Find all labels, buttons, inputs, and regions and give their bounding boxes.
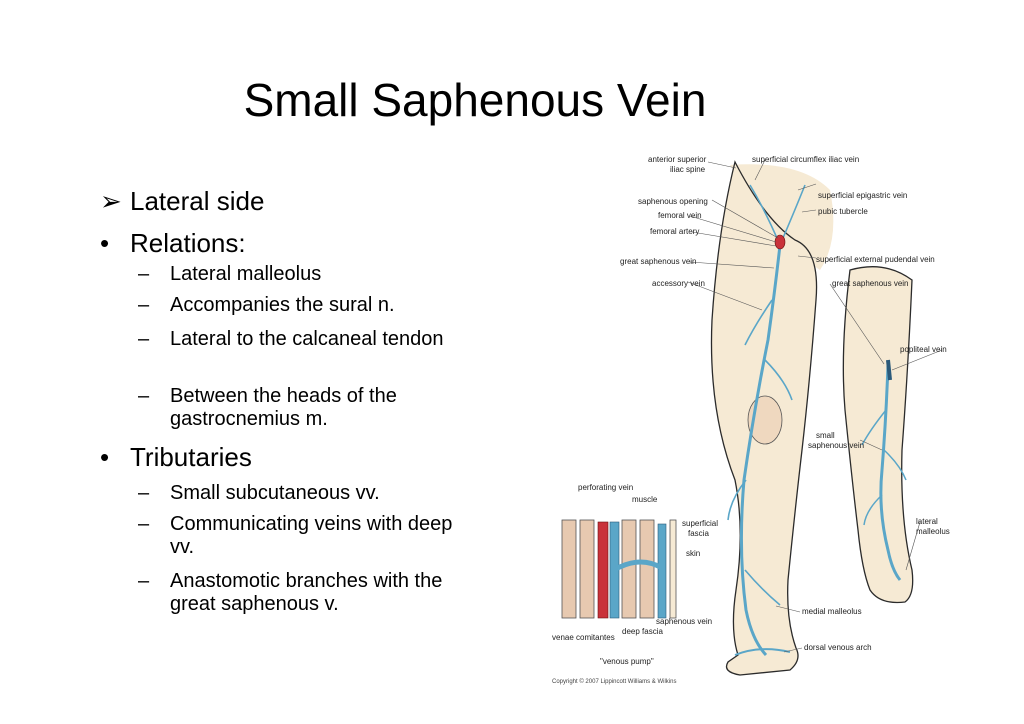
sub-bullet-sural-nerve: –Accompanies the sural n.: [138, 294, 468, 317]
label-muscle: muscle: [632, 495, 658, 504]
muscle-layer: [639, 519, 655, 619]
label-accessory-vein: accessory vein: [652, 279, 705, 288]
label-popliteal-vein: popliteal vein: [900, 345, 947, 354]
bullet-dot-icon: •: [100, 442, 110, 472]
venae-comitantes-vessel: [597, 521, 609, 619]
popliteal-vein: [886, 359, 892, 381]
groin-region: [730, 164, 834, 270]
dash-bullet-icon: –: [138, 263, 150, 285]
bullet-tributaries: • Tributaries: [100, 442, 252, 472]
sub-bullet-lateral-malleolus: –Lateral malleolus: [138, 263, 468, 286]
dash-bullet-icon: –: [138, 385, 150, 407]
bullet-text: Lateral side: [130, 186, 265, 216]
label-pubic-tubercle: pubic tubercle: [818, 207, 868, 216]
leader-lines: [687, 159, 943, 653]
label-femoral-artery: femoral artery: [650, 227, 699, 236]
perforating-vein: [612, 559, 664, 573]
label-anterior-superior-iliac-spine: anterior superior: [648, 155, 707, 164]
label-deep-fascia: deep fascia: [622, 627, 663, 636]
venous-pump-inset: [561, 519, 677, 619]
slide-title: Small Saphenous Vein: [243, 74, 707, 126]
label-lateral-malleolus: lateral: [916, 517, 938, 526]
bullet-text: Tributaries: [130, 442, 252, 472]
label-small-saphenous-vein: saphenous vein: [808, 441, 864, 450]
bullet-text: Relations:: [130, 228, 246, 258]
label-anterior-superior-iliac-spine: iliac spine: [670, 165, 706, 174]
copyright-notice: Copyright © 2007 Lippincott Williams & W…: [552, 678, 676, 685]
bullet-lateral-side: ➢ Lateral side: [100, 186, 264, 216]
label-lateral-malleolus: malleolus: [916, 527, 950, 536]
great-saphenous-vein-anterior: [739, 244, 782, 657]
bullet-text: Small subcutaneous vv.: [170, 482, 380, 504]
superficial-vein: [657, 523, 667, 619]
bullet-text: Communicating veins with deep vv.: [170, 513, 453, 558]
sub-bullet-calcaneal-tendon: –Lateral to the calcaneal tendon: [138, 328, 448, 351]
posterior-leg: [842, 266, 914, 604]
small-saphenous-vein: [879, 364, 902, 581]
label-superficial-fascia: superficial: [682, 519, 718, 528]
label-saphenous-vein: saphenous vein: [656, 617, 712, 626]
label-superficial-fascia: fascia: [688, 529, 709, 538]
label-venous-pump: "venous pump": [600, 657, 654, 666]
bullet-relations: • Relations:: [100, 228, 246, 258]
bullet-dot-icon: •: [100, 228, 110, 258]
arrow-bullet-icon: ➢: [100, 186, 122, 216]
label-medial-malleolus: medial malleolus: [802, 607, 862, 616]
sub-bullet-small-subcutaneous: –Small subcutaneous vv.: [138, 482, 468, 505]
label-great-saphenous-vein: great saphenous vein: [620, 257, 697, 266]
bullet-text: Lateral malleolus: [170, 263, 322, 285]
label-venae-comitantes: venae comitantes: [552, 633, 615, 642]
sub-bullet-communicating-veins: –Communicating veins with deep vv.: [138, 513, 458, 559]
label-perforating-vein: perforating vein: [578, 483, 633, 492]
dash-bullet-icon: –: [138, 513, 150, 535]
anatomy-figure: anterior superior iliac spine superficia…: [540, 150, 1024, 690]
dash-bullet-icon: –: [138, 482, 150, 504]
vein-branch: [727, 184, 806, 606]
sub-bullet-gastrocnemius: –Between the heads of the gastrocnemius …: [138, 385, 468, 431]
dash-bullet-icon: –: [138, 328, 150, 350]
label-skin: skin: [686, 549, 700, 558]
bullet-text: Between the heads of the gastrocnemius m…: [170, 385, 397, 430]
label-great-saphenous-vein-posterior: great saphenous vein: [832, 279, 909, 288]
leg-veins-illustration: anterior superior iliac spine superficia…: [552, 155, 950, 685]
skin-layer: [669, 519, 677, 619]
dash-bullet-icon: –: [138, 294, 150, 316]
label-superficial-circumflex-iliac-vein: superficial circumflex iliac vein: [752, 155, 859, 164]
dash-bullet-icon: –: [138, 570, 150, 592]
deep-muscle-layer: [579, 519, 595, 619]
label-small-saphenous-vein: small: [816, 431, 835, 440]
bullet-text: Lateral to the calcaneal tendon: [170, 328, 444, 350]
bullet-text: Accompanies the sural n.: [170, 294, 395, 316]
label-saphenous-opening: saphenous opening: [638, 197, 708, 206]
vein-branch: [861, 409, 907, 526]
sub-bullet-anastomotic: –Anastomotic branches with the great sap…: [138, 570, 478, 616]
label-femoral-vein: femoral vein: [658, 211, 702, 220]
deep-muscle-layer: [561, 519, 577, 619]
label-dorsal-venous-arch: dorsal venous arch: [804, 643, 872, 652]
label-superficial-external-pudendal-vein: superficial external pudendal vein: [816, 255, 935, 264]
label-superficial-epigastric-vein: superficial epigastric vein: [818, 191, 907, 200]
dorsal-venous-arch: [734, 648, 791, 656]
muscle-layer: [621, 519, 637, 619]
bullet-text: Anastomotic branches with the great saph…: [170, 570, 443, 615]
